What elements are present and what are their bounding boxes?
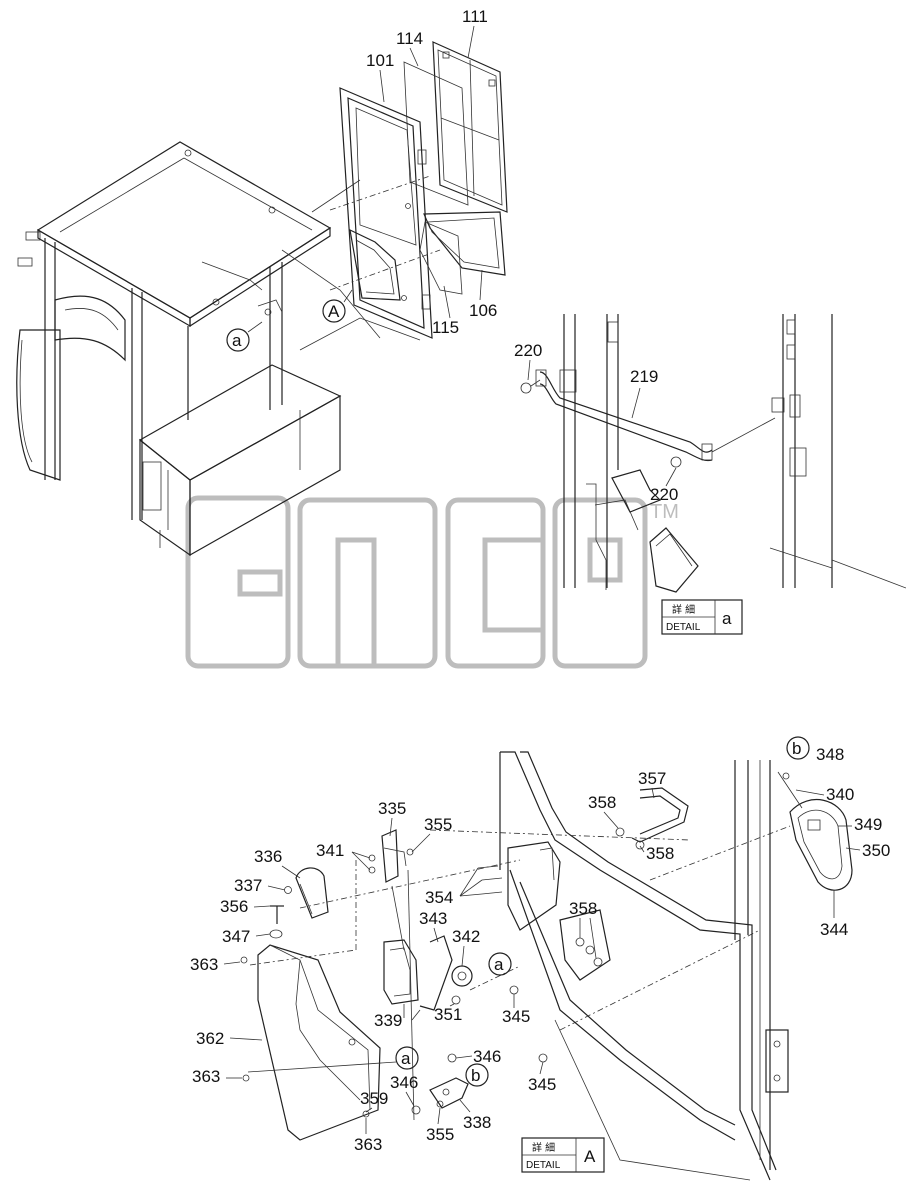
detail-A-letter: A <box>584 1147 596 1166</box>
part-358-a: 358 <box>588 793 616 812</box>
part-346-b: 346 <box>390 1073 418 1092</box>
part-358-c: 358 <box>569 899 597 918</box>
cab-frame-drawing <box>16 141 421 557</box>
part-351: 351 <box>434 1005 462 1024</box>
part-358-b: 358 <box>646 844 674 863</box>
part-359: 359 <box>360 1089 388 1108</box>
detail-a-drawing <box>520 314 906 593</box>
part-341: 341 <box>316 841 344 860</box>
callout-b-bottom-1: b <box>786 736 810 760</box>
svg-text:b: b <box>792 739 801 758</box>
part-220-b: 220 <box>650 485 678 504</box>
part-343: 343 <box>419 909 447 928</box>
callout-a-bottom-1: a <box>488 952 512 976</box>
callout-a-top: a <box>226 321 263 352</box>
part-338: 338 <box>463 1113 491 1132</box>
part-337: 337 <box>234 876 262 895</box>
part-340: 340 <box>826 785 854 804</box>
svg-text:a: a <box>232 331 242 350</box>
part-219: 219 <box>630 367 658 386</box>
part-115: 115 <box>432 318 459 337</box>
watermark-trademark: TM <box>650 501 679 523</box>
part-339: 339 <box>374 1011 402 1030</box>
svg-text:a: a <box>401 1049 411 1068</box>
part-357: 357 <box>638 769 666 788</box>
svg-text:b: b <box>471 1066 480 1085</box>
detail-A-drawing <box>240 751 853 1181</box>
part-114: 114 <box>396 29 423 48</box>
detail-A-word: DETAIL <box>526 1160 561 1171</box>
callout-A-top: A <box>322 289 353 323</box>
part-356: 356 <box>220 897 248 916</box>
svg-text:A: A <box>328 302 340 321</box>
detail-box-a: 詳 細 DETAIL a <box>661 599 743 635</box>
part-345-a: 345 <box>502 1007 530 1026</box>
callout-b-bottom-2: b <box>465 1063 489 1087</box>
part-363-b: 363 <box>192 1067 220 1086</box>
part-348: 348 <box>816 745 844 764</box>
part-336: 336 <box>254 847 282 866</box>
watermark-logo: TM <box>185 495 679 669</box>
part-111: 111 <box>462 7 488 26</box>
part-342: 342 <box>452 927 480 946</box>
part-346-a: 346 <box>473 1047 501 1066</box>
part-363-a: 363 <box>190 955 218 974</box>
part-354: 354 <box>425 888 453 907</box>
detail-a-word: DETAIL <box>666 622 701 633</box>
part-345-b: 345 <box>528 1075 556 1094</box>
part-363-c: 363 <box>354 1135 382 1154</box>
part-350: 350 <box>862 841 890 860</box>
part-220-a: 220 <box>514 341 542 360</box>
part-347: 347 <box>222 927 250 946</box>
part-355-b: 355 <box>426 1125 454 1144</box>
part-355-a: 355 <box>424 815 452 834</box>
part-101: 101 <box>366 51 394 70</box>
part-362: 362 <box>196 1029 224 1048</box>
part-106: 106 <box>469 301 497 320</box>
detail-box-A: 詳 細 DETAIL A <box>521 1137 605 1173</box>
part-344: 344 <box>820 920 848 939</box>
part-349: 349 <box>854 815 882 834</box>
detail-a-kanji: 詳 細 <box>672 603 695 616</box>
part-335: 335 <box>378 799 406 818</box>
detail-A-kanji: 詳 細 <box>532 1141 555 1154</box>
part-number-labels: 111 114 101 106 115 220 219 220 348 357 … <box>190 7 890 1154</box>
door-assembly-drawing <box>329 41 508 339</box>
callout-a-bottom-2: a <box>247 1046 419 1073</box>
detail-a-letter: a <box>722 609 732 628</box>
svg-text:a: a <box>494 955 504 974</box>
